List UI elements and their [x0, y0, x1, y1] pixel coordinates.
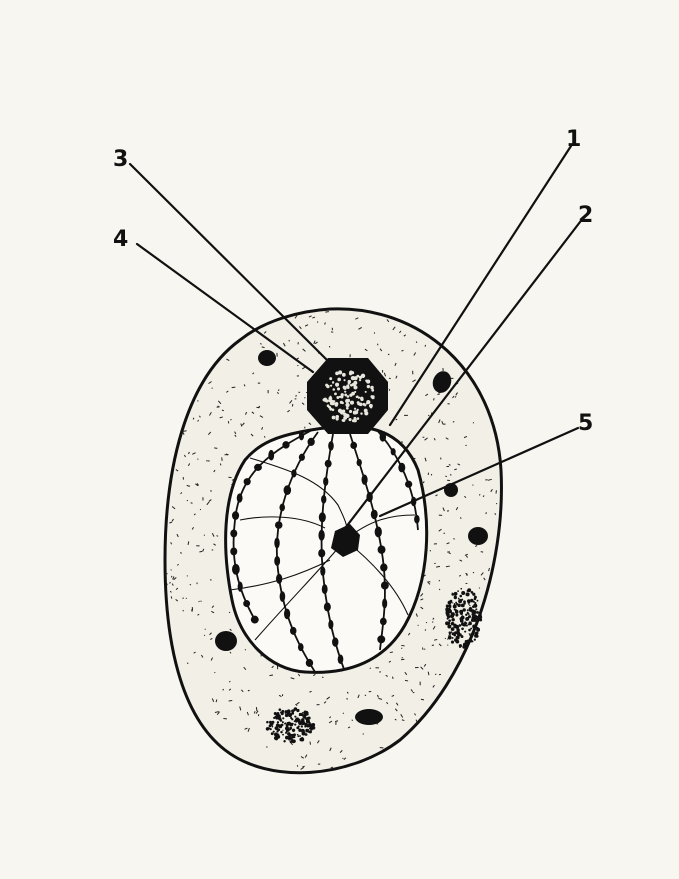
inclusion-granule — [258, 350, 276, 366]
nucleus — [226, 426, 427, 672]
centrosome — [307, 358, 388, 434]
label-5: 5 — [578, 411, 593, 436]
inclusion-granule — [215, 631, 237, 651]
label-3: 3 — [113, 147, 128, 172]
inclusion-granule — [468, 527, 488, 545]
leader-line-3 — [130, 164, 330, 363]
label-4: 4 — [113, 227, 128, 252]
inclusion-granule — [355, 709, 383, 725]
label-1: 1 — [566, 127, 581, 152]
label-2: 2 — [578, 203, 593, 228]
leader-line-1 — [390, 146, 571, 425]
